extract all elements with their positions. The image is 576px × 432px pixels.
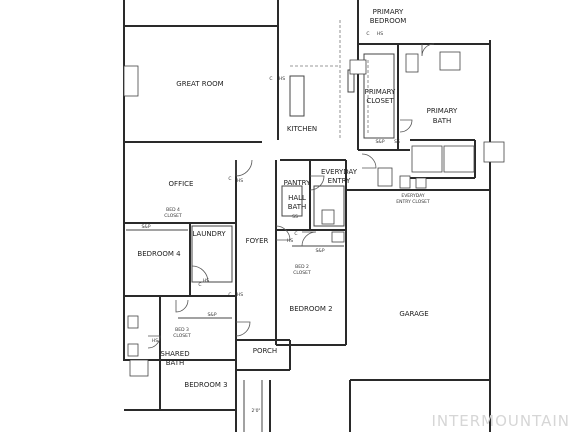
note-ss-primary: SS <box>394 139 400 145</box>
label-pantry: PANTRY <box>284 179 311 187</box>
label-primary-bedroom-2: BEDROOM <box>370 17 407 25</box>
label-great-room: GREAT ROOM <box>176 80 223 88</box>
note-bed3-closet-2: CLOSET <box>173 333 191 339</box>
note-hs-bed2: HS <box>287 238 293 244</box>
watermark: INTERMOUNTAIN <box>431 412 570 430</box>
note-bed4-closet-2: CLOSET <box>164 213 182 219</box>
note-bed3-closet-1: BED 3 <box>175 327 189 333</box>
interior-details <box>126 20 395 432</box>
room-labels: GREAT ROOM KITCHEN PRIMARY BEDROOM PRIMA… <box>137 8 458 389</box>
label-foyer: FOYER <box>246 237 269 245</box>
note-bed2-closet-1: BED 2 <box>295 264 309 270</box>
note-hs-great: HS <box>279 76 285 82</box>
note-hs-foyer: HS <box>237 292 243 298</box>
note-bed4-closet-1: BED 4 <box>166 207 180 213</box>
label-shared-bath-2: BATH <box>166 359 185 367</box>
note-c-laundry: C <box>198 282 201 288</box>
walls <box>123 0 491 432</box>
label-porch: PORCH <box>253 347 277 355</box>
note-c-bed2: C <box>294 231 297 237</box>
label-bedroom-2: BEDROOM 2 <box>289 305 332 313</box>
note-hs-laundry: HS <box>203 278 209 284</box>
note-hs-office: HS <box>237 178 243 184</box>
label-kitchen: KITCHEN <box>287 125 317 133</box>
label-bedroom-4: BEDROOM 4 <box>137 250 181 258</box>
fixtures <box>123 51 505 377</box>
note-everyday-closet-1: EVERYDAY <box>401 193 424 199</box>
doors <box>147 43 435 349</box>
note-hs-primary: HS <box>377 31 383 37</box>
label-hall-bath-2: BATH <box>288 203 307 211</box>
note-c-foyer: C <box>228 292 231 298</box>
label-bedroom-3: BEDROOM 3 <box>184 381 227 389</box>
label-garage: GARAGE <box>399 310 428 318</box>
note-hs-shared: HS <box>152 338 158 344</box>
label-everyday-entry-1: EVERYDAY <box>321 168 358 176</box>
note-everyday-closet-2: ENTRY CLOSET <box>396 199 430 205</box>
note-c-great: C <box>269 76 272 82</box>
note-sp-bed3: S&P <box>207 312 216 318</box>
note-bed2-closet-2: CLOSET <box>293 270 311 276</box>
small-notes: BED 4 CLOSET BED 3 CLOSET BED 2 CLOSET E… <box>141 31 430 414</box>
label-laundry: LAUNDRY <box>192 230 226 238</box>
label-primary-closet-1: PRIMARY <box>365 88 396 96</box>
note-dimension: 2'0" <box>251 408 260 414</box>
note-sp-bed2: S&P <box>315 248 324 254</box>
note-ss-pantry: SS <box>292 214 298 220</box>
label-primary-bath-1: PRIMARY <box>427 107 458 115</box>
label-primary-closet-2: CLOSET <box>366 97 394 105</box>
label-shared-bath-1: SHARED <box>160 350 189 358</box>
label-hall-bath-1: HALL <box>288 194 306 202</box>
note-sp-primary: S&P <box>375 139 384 145</box>
label-office: OFFICE <box>169 180 194 188</box>
note-sp-bed4: S&P <box>141 224 150 230</box>
label-primary-bedroom-1: PRIMARY <box>373 8 404 16</box>
label-primary-bath-2: BATH <box>433 117 452 125</box>
note-c-primary: C <box>366 31 369 37</box>
note-c-office: C <box>228 176 231 182</box>
label-everyday-entry-2: ENTRY <box>328 177 351 185</box>
